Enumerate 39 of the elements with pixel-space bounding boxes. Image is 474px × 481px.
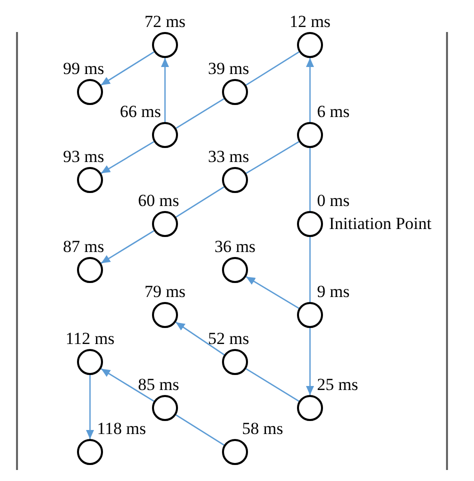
arrow [161,58,169,122]
point-caption: Initiation Point [329,215,432,233]
arrow [100,141,154,174]
time-label: 99 ms [63,60,104,78]
connector-line [176,98,224,129]
time-label: 36 ms [214,238,256,256]
connector-line [246,141,300,174]
arrow [306,58,314,122]
arrow [100,230,154,264]
time-label: 33 ms [208,148,250,166]
time-label: 39 ms [208,60,250,78]
connector-line [176,414,224,446]
arrow [246,276,300,309]
time-label: 79 ms [144,283,186,301]
connector-line [246,51,300,86]
time-label: 9 ms [317,283,350,301]
arrow [175,322,225,356]
time-label: 60 ms [138,192,180,210]
connector-line [309,148,311,211]
connector-line [176,186,224,218]
time-label: 52 ms [208,330,250,348]
time-label: 93 ms [63,148,104,166]
time-label: 12 ms [289,13,331,31]
arrow [306,328,314,395]
time-label: 0 ms [317,192,350,210]
time-label: 25 ms [317,376,358,394]
arrow [100,368,154,402]
connector-line [246,368,300,402]
time-label: 72 ms [144,13,186,31]
arrow [86,375,94,439]
time-label: 118 ms [97,420,146,438]
time-label: 87 ms [63,238,104,256]
time-label: 112 ms [66,330,114,348]
time-label: 66 ms [120,103,161,121]
arrow [100,51,154,86]
time-label: 85 ms [138,376,180,394]
connector-line [309,237,311,302]
time-label: 58 ms [242,420,284,438]
time-label: 6 ms [317,103,350,121]
